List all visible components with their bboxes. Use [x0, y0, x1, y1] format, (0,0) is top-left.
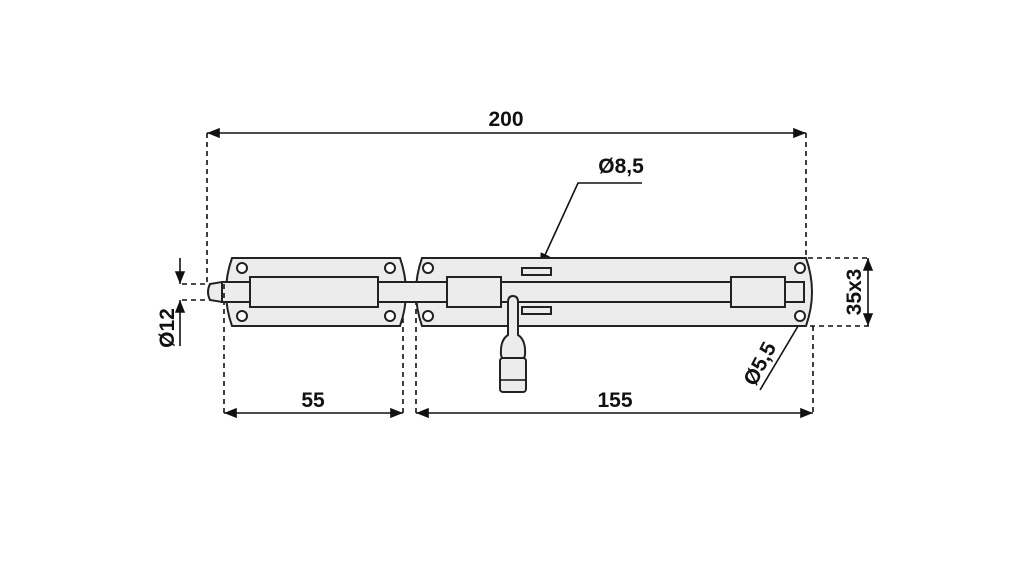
screw-hole: [794, 262, 806, 274]
extension-lines: [182, 133, 870, 413]
screw-hole: [236, 310, 248, 322]
screw-hole: [236, 262, 248, 274]
dimension-keeper-length: 55: [301, 389, 325, 412]
dimension-base-length: 155: [597, 389, 632, 412]
keeper-sleeve: [249, 276, 379, 308]
dimension-plate-section: 35x3: [843, 269, 866, 316]
guide-block: [446, 276, 502, 308]
bolt-handle: [499, 294, 527, 393]
screw-hole: [422, 310, 434, 322]
screw-hole: [384, 262, 396, 274]
slot: [521, 306, 552, 315]
screw-hole: [384, 310, 396, 322]
dimension-overall-length: 200: [488, 108, 523, 131]
bolt-rod: [207, 276, 805, 308]
screw-hole: [794, 310, 806, 322]
screw-hole: [422, 262, 434, 274]
guide-block: [730, 276, 786, 308]
slot: [521, 267, 552, 276]
dimension-slot-hole: Ø8,5: [598, 155, 644, 178]
dimension-bolt-diameter: Ø12: [156, 308, 179, 348]
leader-slot-hole: [539, 182, 642, 267]
